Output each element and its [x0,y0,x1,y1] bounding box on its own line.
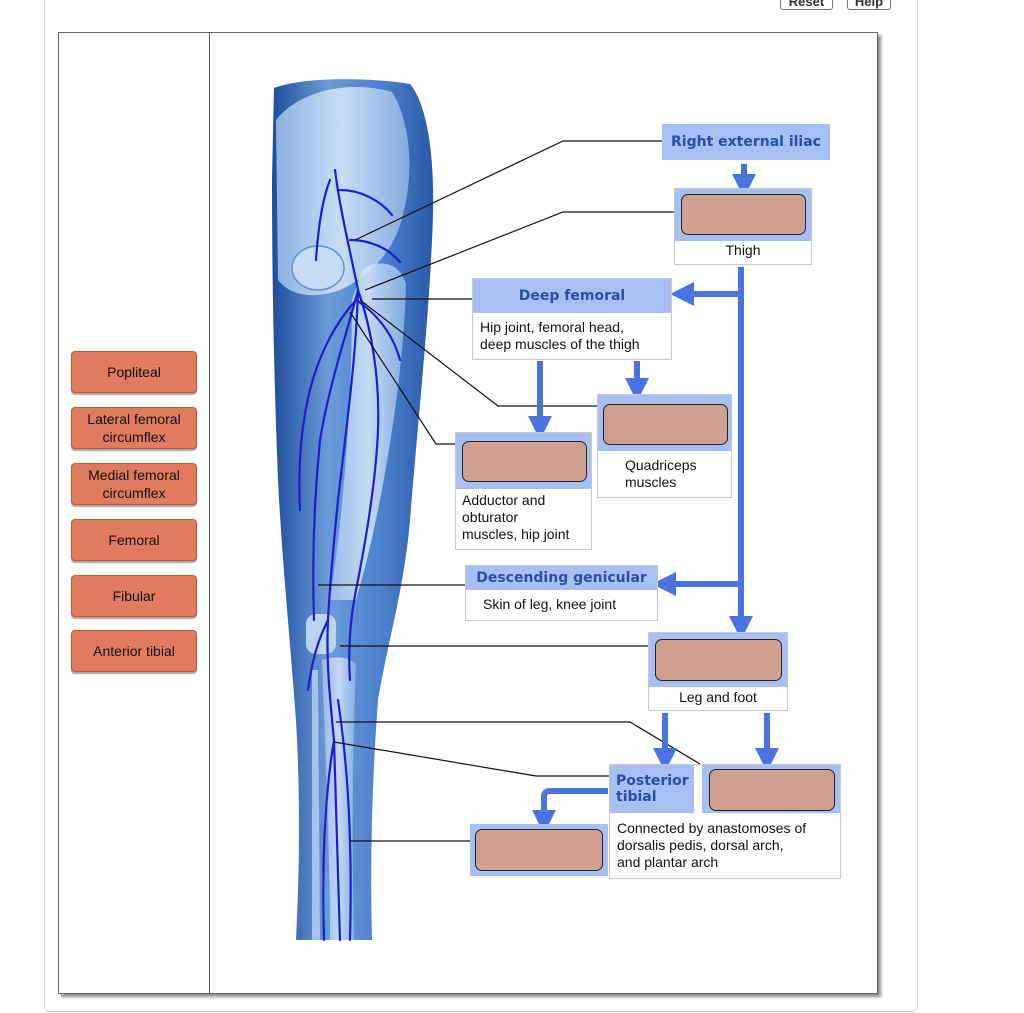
drop-target-leg-and-foot[interactable] [655,639,782,681]
hip-socket [291,245,345,291]
label-medial-femoral-circumflex[interactable]: Medial femoral circumflex [71,463,197,505]
posterior-tibial-box: Posterior tibial Connected by anastomose… [609,764,841,879]
label-popliteal[interactable]: Popliteal [71,351,197,393]
femur-bone [330,263,406,600]
panel-divider [209,32,210,994]
descending-genicular-description: Skin of leg, knee joint [483,596,617,612]
leg-and-foot-label: Leg and foot [679,689,757,705]
label-anterior-tibial[interactable]: Anterior tibial [71,630,197,672]
deep-femoral-header: Deep femoral [473,279,671,313]
descending-genicular-box: Descending genicular Skin of leg, knee j… [465,565,658,621]
thigh-label: Thigh [725,242,761,258]
right-external-iliac-header: Right external iliac [662,124,830,160]
drop-target-adductor[interactable] [462,441,587,482]
adductor-description: Adductor and obturator muscles, hip join… [462,492,570,542]
quadriceps-description: Quadriceps muscles [625,457,697,490]
deep-femoral-box: Deep femoral Hip joint, femoral head, de… [472,278,672,360]
help-button[interactable]: Help [847,0,891,10]
label-fibular[interactable]: Fibular [71,575,197,617]
flow-arrows [528,164,779,834]
deep-femoral-description: Hip joint, femoral head, deep muscles of… [480,319,640,352]
tibia-bone [322,657,356,940]
drop-target-fibular[interactable] [475,829,603,871]
drop-target-anterior-tibial[interactable] [709,769,835,811]
reset-button[interactable]: Reset [780,0,833,10]
drop-target-quadriceps[interactable] [603,404,728,445]
label-femoral[interactable]: Femoral [71,519,197,561]
label-lateral-femoral-circumflex[interactable]: Lateral femoral circumflex [71,407,197,449]
drop-target-thigh[interactable] [681,194,806,235]
anastomoses-description: Connected by anastomoses of dorsalis ped… [617,820,807,870]
fibula-bone [312,670,320,940]
artery-network [298,168,402,942]
descending-genicular-header: Descending genicular [466,566,657,590]
posterior-tibial-header: Posterior tibial [610,765,694,813]
